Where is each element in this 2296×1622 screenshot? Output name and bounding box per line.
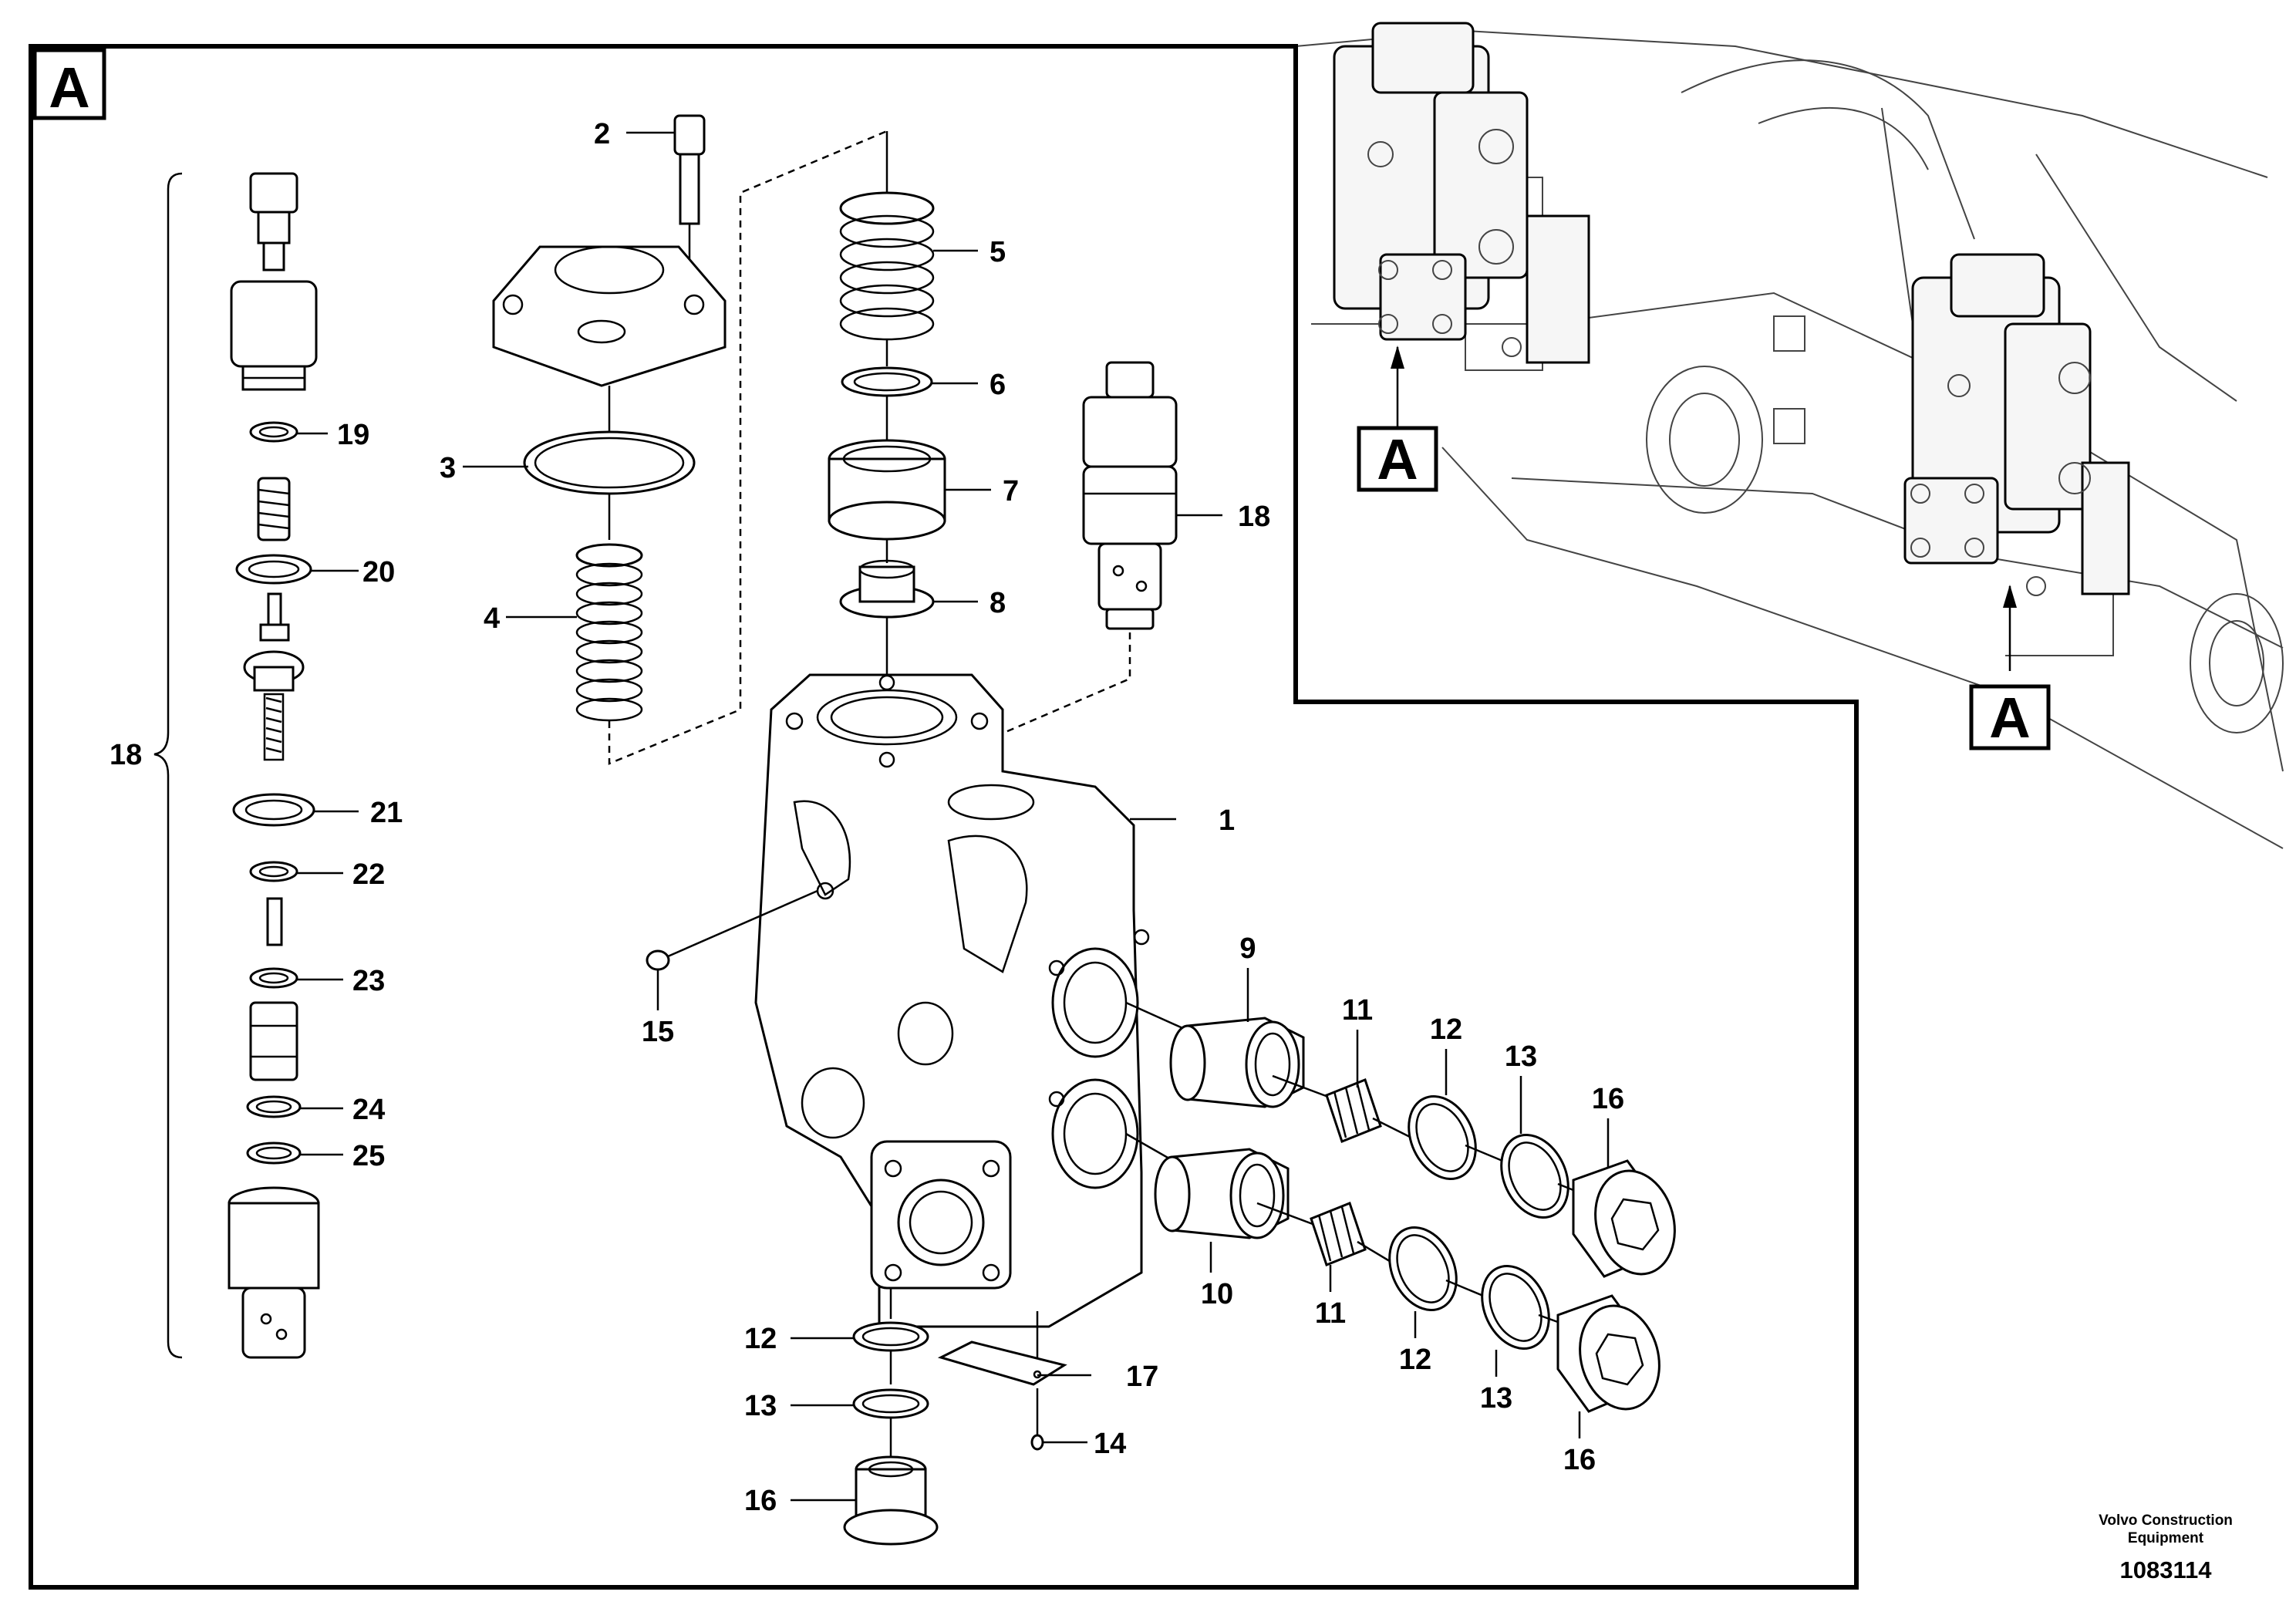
callout-16-upper: 16 [1592,1083,1624,1115]
callout-6: 6 [990,369,1006,401]
document-number: 1083114 [2120,1556,2213,1583]
callout-12-upper: 12 [1430,1013,1462,1046]
nameplate-17 [937,1311,1067,1451]
callout-5: 5 [990,236,1006,268]
valve-block-right [1903,253,2130,596]
cover-assembly [492,114,888,765]
callout-24: 24 [352,1094,385,1126]
callout-13-lower: 13 [1480,1382,1512,1415]
spool-spring-stack [828,131,946,686]
callout-10: 10 [1201,1278,1233,1310]
leader-lines [297,131,1610,1502]
valve-body [754,673,1150,1328]
relief-valve [994,361,1178,738]
relief-valve-cartridge-exploded [153,172,320,1359]
callout-25: 25 [352,1140,385,1172]
callout-labels: 1 2 3 4 5 6 7 8 9 10 11 11 12 12 12 13 1… [110,118,1624,1517]
callout-12-lower: 12 [1399,1344,1431,1376]
valve-block-left [1333,22,1590,364]
callout-13-upper: 13 [1505,1040,1537,1073]
detail-view-tag-text: A [49,56,89,120]
check-valve-lower [1125,1132,1660,1413]
callout-19: 19 [337,419,369,451]
callout-12-bottom: 12 [744,1323,777,1355]
callout-3: 3 [440,452,456,484]
view-tag-right [1969,684,2051,750]
machine-context-view: A A [1295,22,2284,849]
callout-21: 21 [370,797,403,829]
callout-9: 9 [1239,932,1256,965]
callout-16-lower: 16 [1563,1444,1596,1476]
callout-11-upper: 11 [1342,994,1373,1027]
check-valve-upper [1125,1001,1676,1278]
callout-22: 22 [352,858,385,891]
callout-18-bracket: 18 [110,739,142,771]
callout-23: 23 [352,965,385,997]
callout-2: 2 [594,118,610,150]
view-tag-left-text: A [1377,427,1418,491]
callout-14: 14 [1094,1428,1126,1460]
footer-credit: Volvo Construction Equipment 1083114 [2099,1512,2233,1583]
view-tag-right-text: A [1989,686,2030,750]
callout-20: 20 [362,556,395,588]
callout-11-lower: 11 [1315,1297,1346,1330]
callout-16-bottom: 16 [744,1485,777,1517]
callout-4: 4 [484,602,500,635]
callout-13-bottom: 13 [744,1390,777,1422]
callout-7: 7 [1003,475,1019,508]
detail-frame [29,44,1859,1590]
view-tag-left [1357,426,1438,492]
callout-8: 8 [990,587,1006,619]
callout-1: 1 [1219,804,1235,837]
detail-view-tag [32,48,106,120]
callout-18-valve: 18 [1238,501,1270,533]
callout-17: 17 [1126,1361,1158,1393]
credit-line-2: Equipment [2128,1530,2204,1546]
screw-15 [646,889,818,971]
callout-15: 15 [642,1016,674,1048]
bottom-port-stack [843,1288,939,1546]
credit-line-1: Volvo Construction [2099,1512,2233,1529]
